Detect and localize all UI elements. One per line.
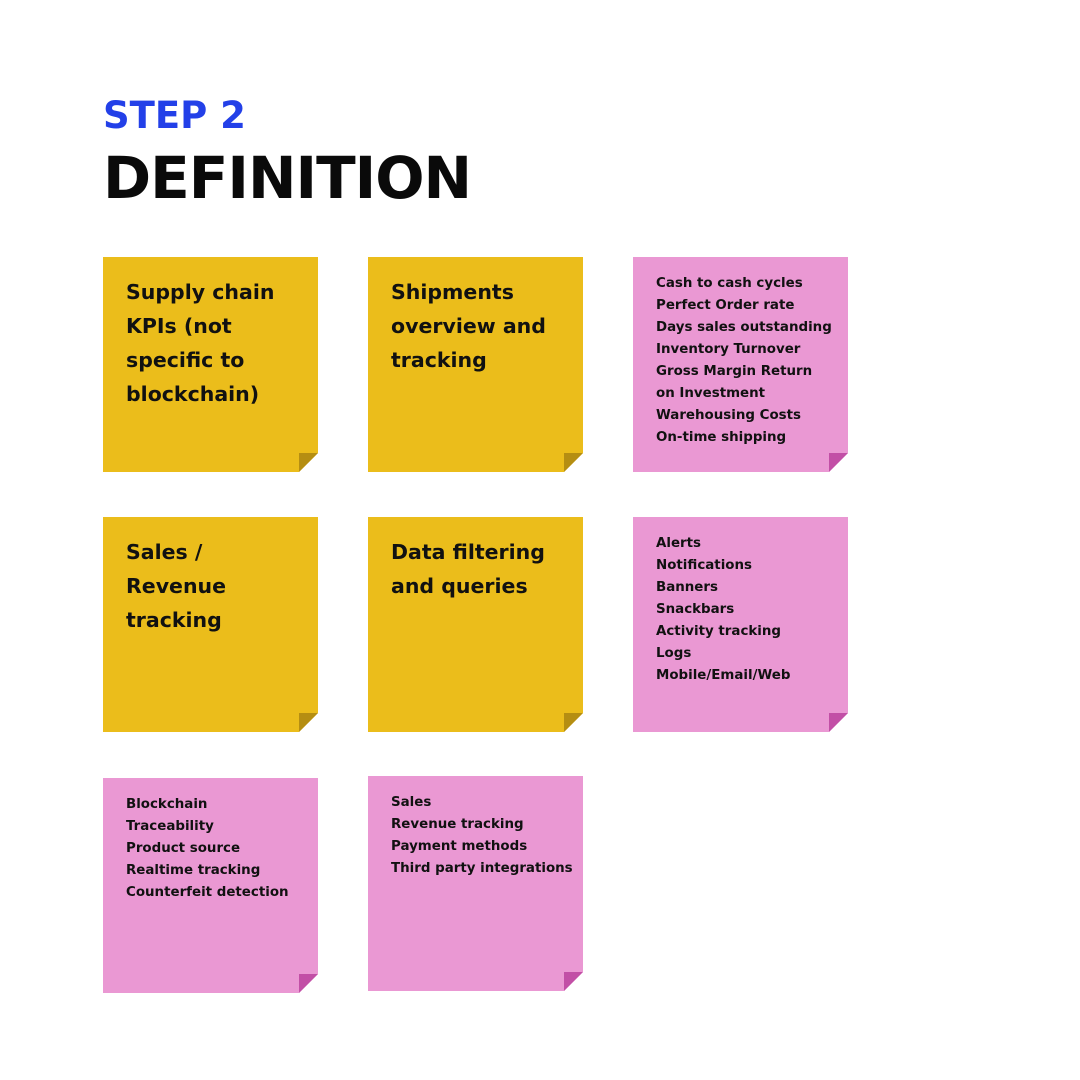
list-item: Realtime tracking [126, 863, 261, 878]
sticky-note-shipments[interactable]: Shipments overview and tracking [368, 257, 583, 472]
list-item: Sales [391, 795, 432, 810]
page-curl-icon [564, 453, 583, 472]
list-item: Inventory Turnover [656, 342, 801, 357]
page-curl-icon [564, 713, 583, 732]
note-heading: Sales / Revenue tracking [126, 540, 227, 632]
page-curl-icon [299, 453, 318, 472]
page-curl-icon [564, 972, 583, 991]
list-item: Counterfeit detection [126, 885, 289, 900]
sticky-note-alerts-list[interactable]: Alerts Notifications Banners Snackbars A… [633, 517, 848, 732]
note-heading: Data filtering and queries [391, 540, 545, 598]
list-item: Snackbars [656, 602, 735, 617]
note-list: Sales Revenue tracking Payment methods T… [391, 792, 575, 880]
list-item: Notifications [656, 558, 752, 573]
list-item: Traceability [126, 819, 214, 834]
list-item: Warehousing Costs [656, 408, 801, 423]
note-heading: Supply chain KPIs (not specific to block… [126, 280, 275, 406]
page-title: DEFINITION [103, 144, 472, 212]
sticky-note-kpi-list[interactable]: Cash to cash cycles Perfect Order rate D… [633, 257, 848, 472]
note-list: Cash to cash cycles Perfect Order rate D… [656, 273, 840, 449]
list-item: Mobile/Email/Web [656, 668, 791, 683]
page-curl-icon [829, 713, 848, 732]
sticky-note-blockchain-list[interactable]: Blockchain Traceability Product source R… [103, 778, 318, 993]
list-item: Cash to cash cycles [656, 276, 803, 291]
list-item: Gross Margin Return [656, 364, 813, 379]
list-item: on Investment [656, 386, 766, 401]
page-curl-icon [299, 713, 318, 732]
list-item: Blockchain [126, 797, 208, 812]
sticky-note-data-filtering[interactable]: Data filtering and queries [368, 517, 583, 732]
sticky-note-supply-chain-kpis[interactable]: Supply chain KPIs (not specific to block… [103, 257, 318, 472]
note-list: Alerts Notifications Banners Snackbars A… [656, 533, 840, 687]
sticky-note-sales-revenue[interactable]: Sales / Revenue tracking [103, 517, 318, 732]
list-item: On-time shipping [656, 430, 787, 445]
list-item: Revenue tracking [391, 817, 524, 832]
page-curl-icon [829, 453, 848, 472]
page-curl-icon [299, 974, 318, 993]
step-label: STEP 2 [103, 94, 246, 137]
note-heading: Shipments overview and tracking [391, 280, 546, 372]
list-item: Banners [656, 580, 718, 595]
list-item: Perfect Order rate [656, 298, 795, 313]
list-item: Logs [656, 646, 692, 661]
sticky-note-sales-list[interactable]: Sales Revenue tracking Payment methods T… [368, 776, 583, 991]
list-item: Third party integrations [391, 861, 573, 876]
list-item: Alerts [656, 536, 702, 551]
list-item: Payment methods [391, 839, 528, 854]
list-item: Days sales outstanding [656, 320, 832, 335]
page-header: STEP 2 DEFINITION [103, 94, 472, 212]
list-item: Product source [126, 841, 241, 856]
list-item: Activity tracking [656, 624, 781, 639]
note-list: Blockchain Traceability Product source R… [126, 794, 310, 904]
